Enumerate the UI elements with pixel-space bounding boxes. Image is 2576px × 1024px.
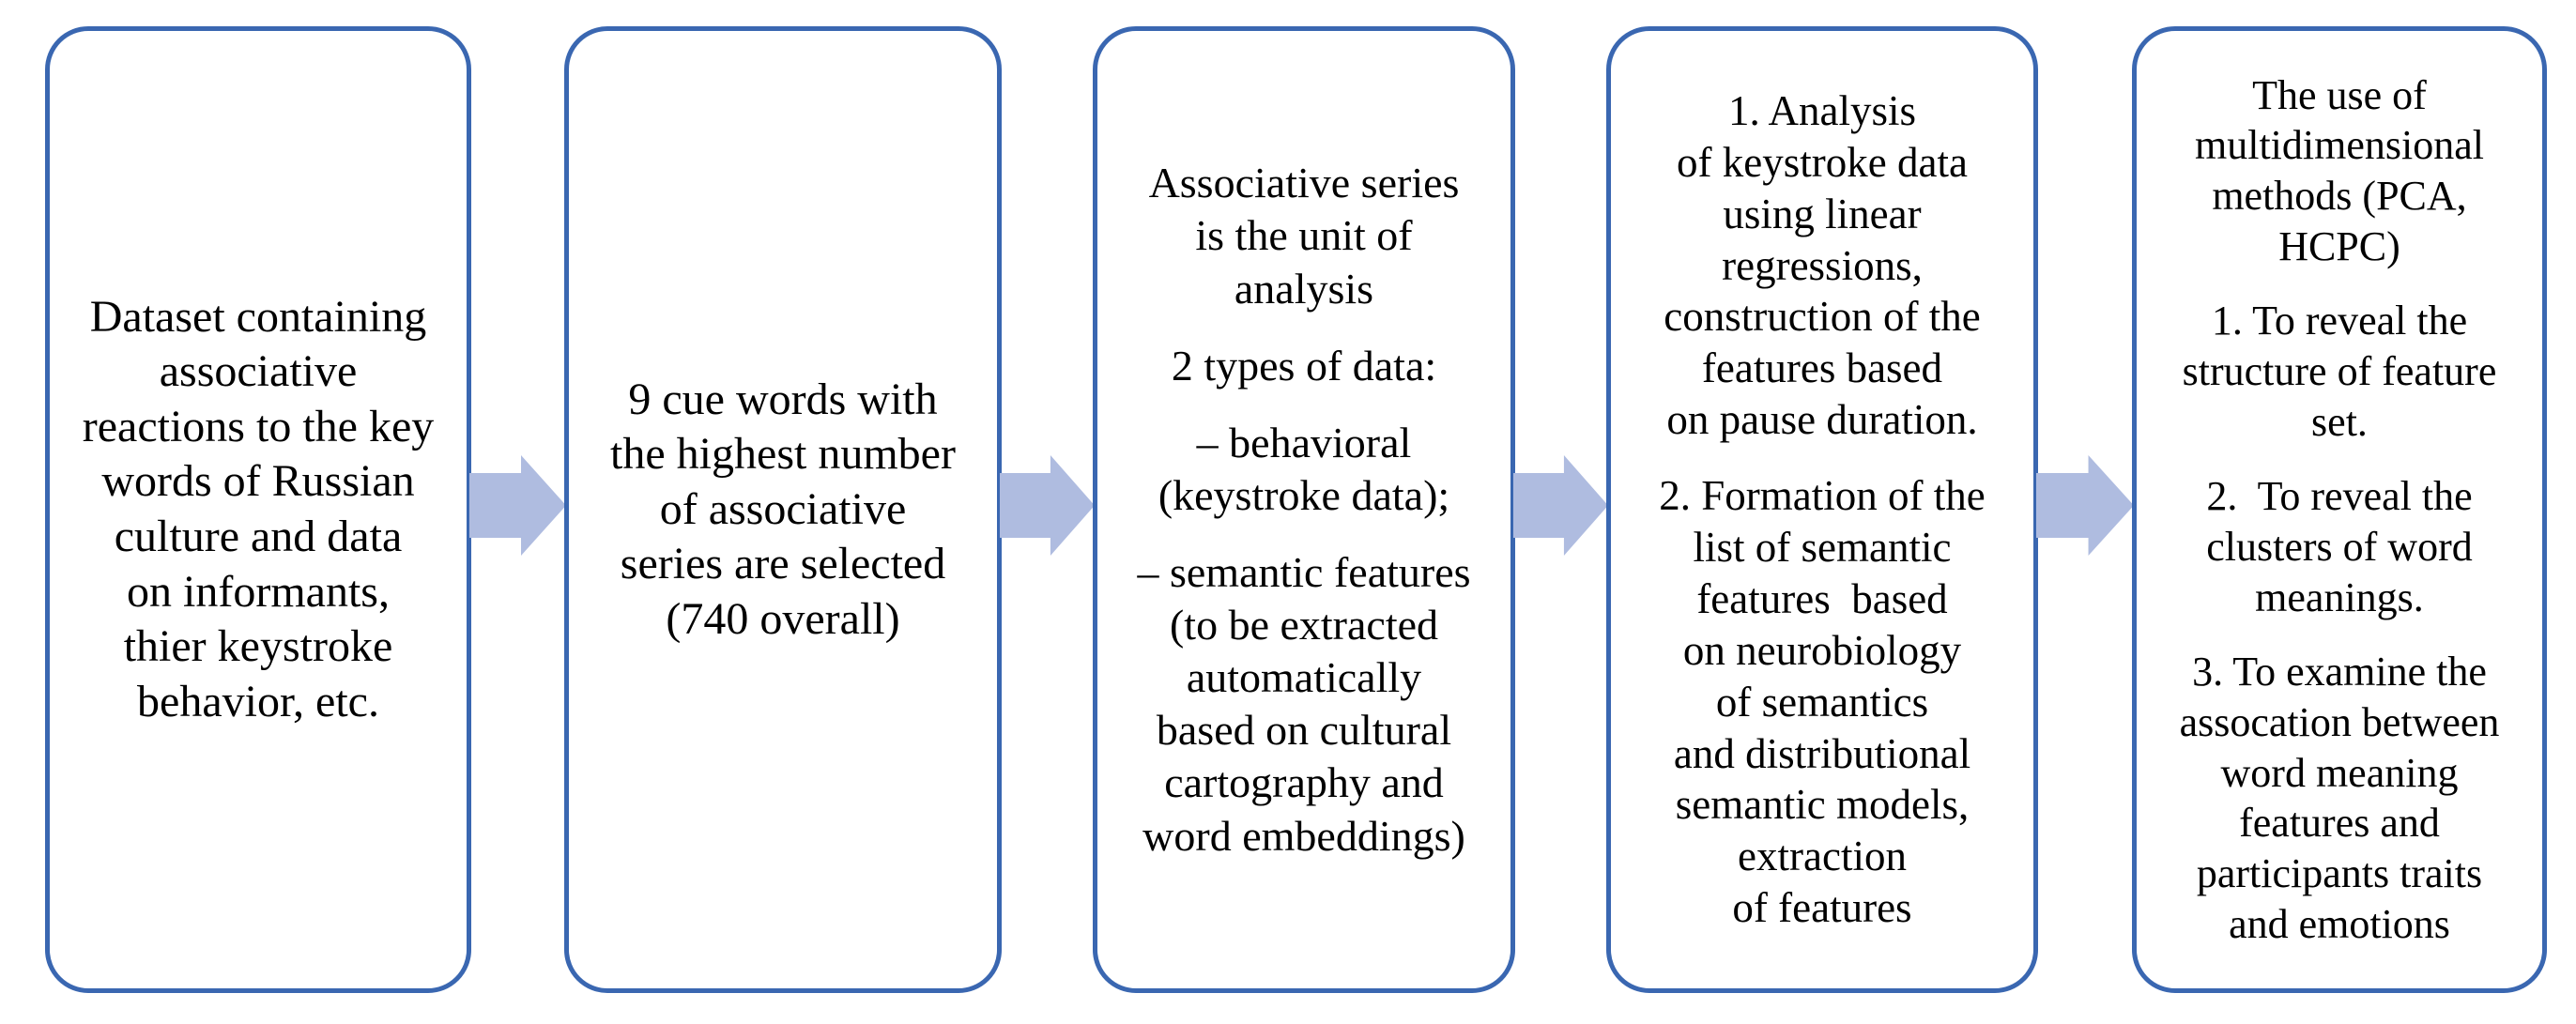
arrow-right-icon <box>1000 455 1095 556</box>
arrow-right-icon <box>1513 455 1608 556</box>
flow-box-behavioral-item: – behavioral (keystroke data); <box>1158 418 1450 519</box>
flow-box-unit-text: Associative series is the unit of analys… <box>1148 159 1460 313</box>
flow-box-data-types-heading: 2 types of data: <box>1171 341 1437 390</box>
flow-box-multidimensional-methods: The use of multidimensional methods (PCA… <box>2132 26 2547 993</box>
flow-box-analysis-steps: 1. Analysis of keystroke data using line… <box>1606 26 2038 993</box>
flow-box-goal-2: 2. To reveal the clusters of word meanin… <box>2206 473 2473 620</box>
flow-box-cue-word-selection: 9 cue words with the highest number of a… <box>564 26 1002 993</box>
flow-box-analysis-step1: 1. Analysis of keystroke data using line… <box>1664 86 1981 444</box>
flow-box-dataset: Dataset containing associative reactions… <box>45 26 471 993</box>
flow-box-goal-3: 3. To examine the assocation between wor… <box>2179 649 2500 947</box>
flow-box-analysis-step2: 2. Formation of the list of semantic fea… <box>1659 472 1986 932</box>
flow-box-semantic-item: – semantic features (to be extracted aut… <box>1137 548 1471 860</box>
flow-box-cue-word-selection-text: 9 cue words with the highest number of a… <box>610 374 956 644</box>
flow-box-goal-1: 1. To reveal the structure of feature se… <box>2182 298 2497 445</box>
arrow-right-icon <box>469 455 566 556</box>
flow-box-methods-heading: The use of multidimensional methods (PCA… <box>2195 71 2484 269</box>
flow-box-dataset-text: Dataset containing associative reactions… <box>82 291 435 726</box>
arrow-right-icon <box>2036 455 2134 556</box>
flow-box-unit-and-data-types: Associative series is the unit of analys… <box>1093 26 1515 993</box>
